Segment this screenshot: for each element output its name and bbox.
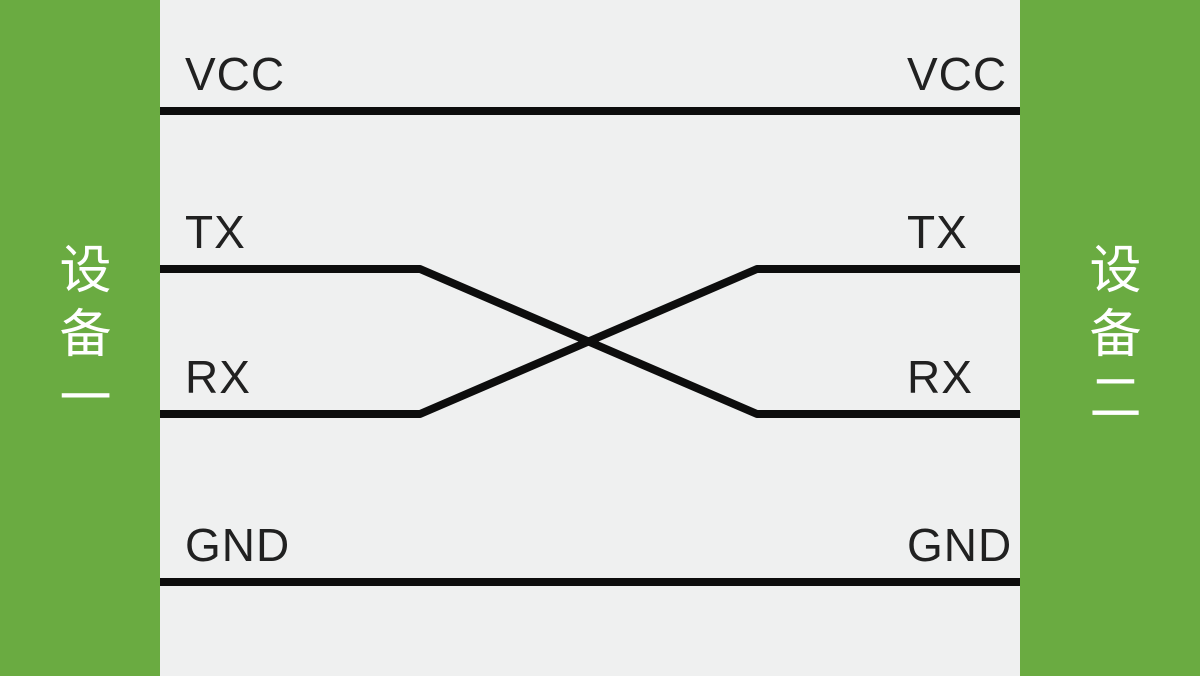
pin-label-right-gnd: GND: [907, 519, 1013, 571]
pin-label-right-vcc: VCC: [907, 48, 1008, 100]
pin-label-left-tx: TX: [185, 206, 246, 258]
pin-label-right-tx: TX: [907, 206, 968, 258]
pin-label-right-rx: RX: [907, 351, 973, 403]
device-left-label: 设备一: [51, 242, 109, 434]
device-right-label: 设备二: [1081, 242, 1139, 434]
device-left-bar: 设备一: [0, 0, 160, 676]
pin-label-left-rx: RX: [185, 351, 251, 403]
device-right-bar: 设备二: [1020, 0, 1200, 676]
wire-rx-to-tx: [160, 265, 1020, 418]
pin-label-left-gnd: GND: [185, 519, 291, 571]
pin-label-left-vcc: VCC: [185, 48, 286, 100]
